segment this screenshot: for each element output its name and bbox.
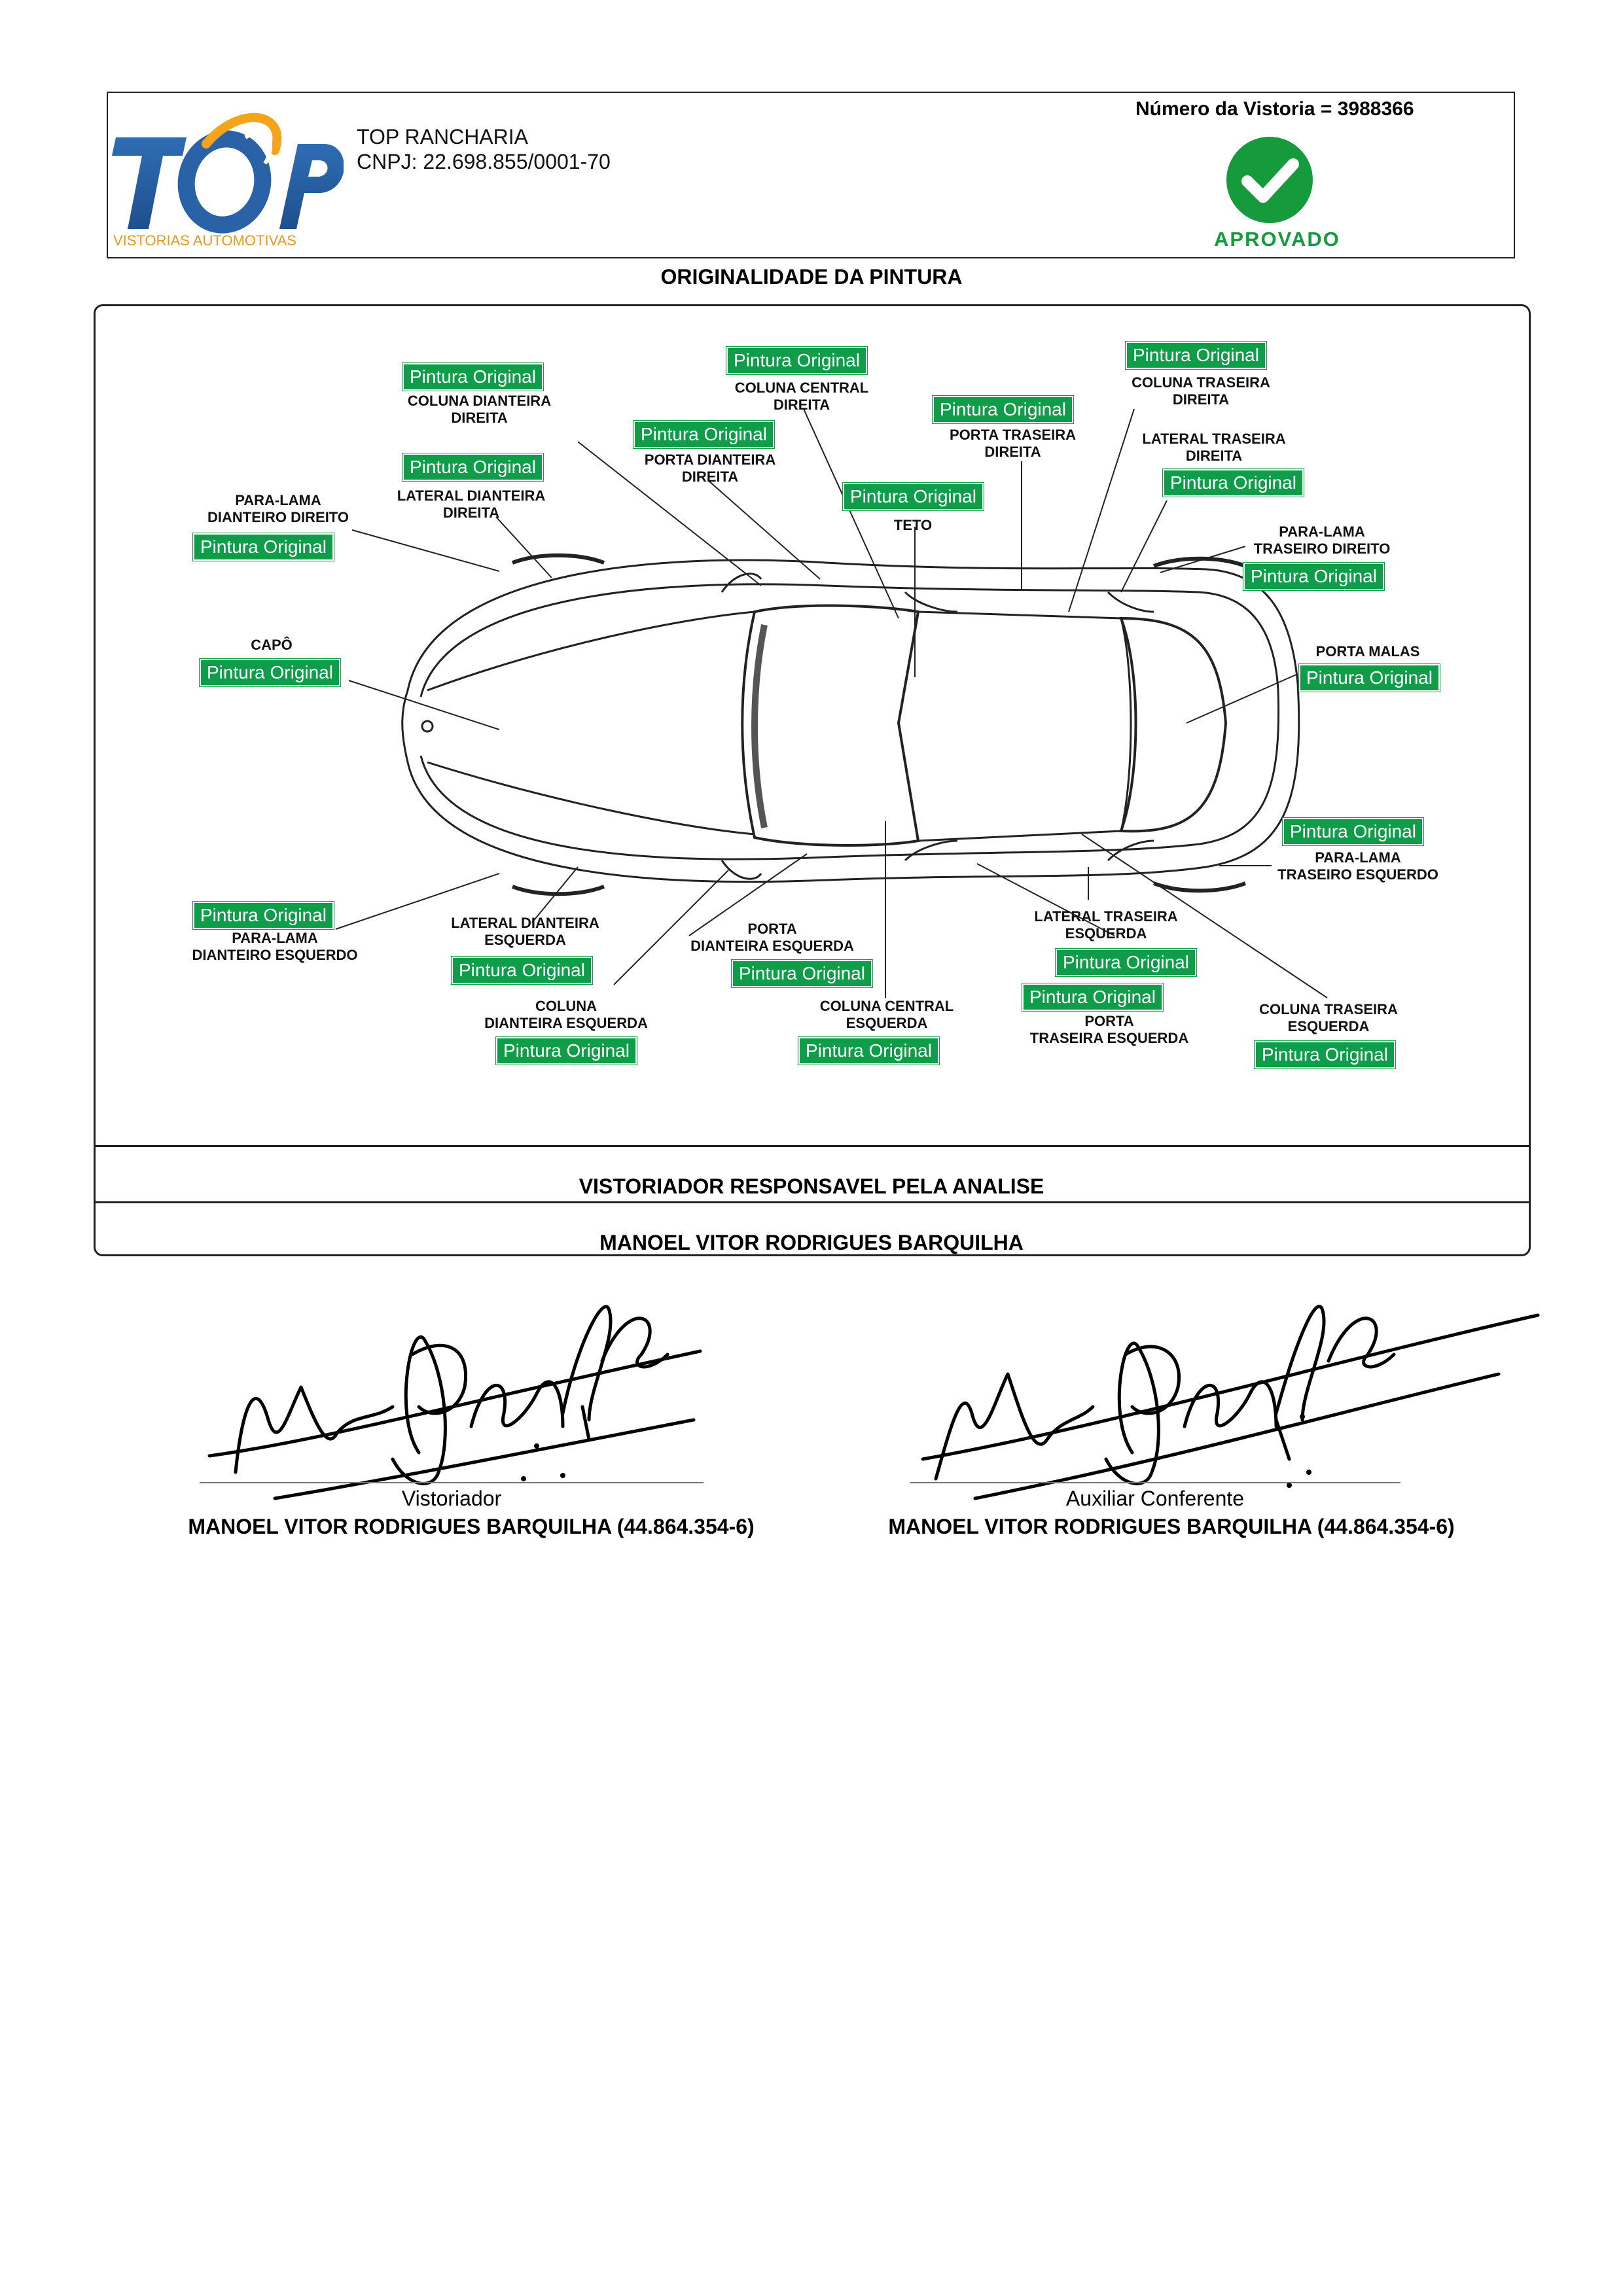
paint-status-para-lama-dianteiro-esquerdo: Pintura Original [192,901,334,930]
inspector-name: MANOEL VITOR RODRIGUES BARQUILHA [599,1231,1024,1254]
header-box [107,92,1515,258]
signature-inspector [207,1305,702,1500]
part-coluna-traseira-direita: COLUNA TRASEIRA DIREITA [1132,374,1270,408]
signature-role-assistant: Auxiliar Conferente [1065,1487,1245,1510]
car-outline [401,553,1300,896]
part-porta-traseira-esquerda: PORTA TRASEIRA ESQUERDA [1029,1013,1189,1046]
paint-status-para-lama-traseiro-esquerdo: Pintura Original [1282,817,1424,846]
paint-status-coluna-dianteira-esquerda: Pintura Original [495,1036,637,1065]
company-cnpj: CNPJ: 22.698.855/0001-70 [357,150,611,173]
paint-status-capo: Pintura Original [199,658,341,687]
signature-assistant [921,1305,1540,1500]
part-coluna-central-direita: COLUNA CENTRAL DIREITA [734,380,869,413]
logo-subtitle: VISTORIAS AUTOMOTIVAS [113,232,296,249]
paint-status-para-lama-traseiro-direito: Pintura Original [1243,562,1385,591]
divider [94,1201,1531,1203]
paint-status-coluna-traseira-esquerda: Pintura Original [1254,1040,1396,1069]
paint-status-porta-dianteira-esquerda: Pintura Original [731,959,873,988]
part-coluna-central-esquerda: COLUNA CENTRAL ESQUERDA [819,998,954,1031]
inspector-heading: VISTORIADOR RESPONSAVEL PELA ANALISE [579,1174,1044,1198]
signature-role-inspector: Vistoriador [401,1487,502,1510]
paint-status-porta-traseira-esquerda: Pintura Original [1022,983,1164,1012]
paint-status-lateral-traseira-esquerda: Pintura Original [1055,948,1197,977]
part-teto: TETO [893,517,933,533]
leader-lines [335,408,1328,998]
car-diagram [335,408,1328,998]
paint-status-porta-dianteira-direita: Pintura Original [633,420,775,449]
paint-status-teto: Pintura Original [842,482,984,511]
part-lateral-dianteira-esquerda: LATERAL DIANTEIRA ESQUERDA [451,915,599,948]
paint-status-lateral-traseira-direita: Pintura Original [1162,468,1304,497]
part-para-lama-dianteiro-direito: PARA-LAMA DIANTEIRO DIREITO [207,492,349,525]
part-coluna-dianteira-esquerda: COLUNA DIANTEIRA ESQUERDA [484,998,648,1031]
inspection-number-label: Número da Vistoria = [1135,98,1338,120]
paint-status-porta-traseira-direita: Pintura Original [932,395,1074,424]
part-porta-traseira-direita: PORTA TRASEIRA DIREITA [949,427,1077,460]
signature-line [910,1482,1400,1483]
paint-status-porta-malas: Pintura Original [1298,663,1440,692]
signature-name-assistant: MANOEL VITOR RODRIGUES BARQUILHA (44.864… [888,1515,1455,1538]
part-lateral-traseira-esquerda: LATERAL TRASEIRA ESQUERDA [1034,908,1178,942]
section-title: ORIGINALIDADE DA PINTURA [660,265,963,289]
paint-status-lateral-dianteira-direita: Pintura Original [402,453,544,482]
part-para-lama-dianteiro-esquerdo: PARA-LAMA DIANTEIRO ESQUERDO [192,930,358,963]
approved-check-icon [1226,137,1313,223]
signature-name-inspector: MANOEL VITOR RODRIGUES BARQUILHA (44.864… [188,1515,755,1538]
inspection-number-value: 3988366 [1337,98,1414,120]
part-porta-dianteira-esquerda: PORTA DIANTEIRA ESQUERDA [690,921,854,954]
part-porta-malas: PORTA MALAS [1315,643,1420,660]
paint-status-coluna-central-esquerda: Pintura Original [798,1036,940,1065]
divider [94,1145,1531,1147]
inspection-number: Número da Vistoria = 3988366 [1135,98,1414,120]
part-lateral-dianteira-direita: LATERAL DIANTEIRA DIREITA [397,487,546,521]
paint-status-coluna-dianteira-direita: Pintura Original [402,362,544,391]
status-badge: APROVADO [1214,228,1340,251]
part-coluna-traseira-esquerda: COLUNA TRASEIRA ESQUERDA [1259,1001,1398,1034]
part-para-lama-traseiro-esquerdo: PARA-LAMA TRASEIRO ESQUERDO [1277,849,1438,883]
paint-status-coluna-central-direita: Pintura Original [726,346,868,375]
signature-line [200,1482,704,1483]
paint-status-para-lama-dianteiro-direito: Pintura Original [192,533,334,561]
paint-panel [94,304,1531,1256]
part-porta-dianteira-direita: PORTA DIANTEIRA DIREITA [644,451,776,485]
part-para-lama-traseiro-direito: PARA-LAMA TRASEIRO DIREITO [1253,523,1391,557]
top-logo: VISTORIAS AUTOMOTIVAS [112,113,344,249]
part-lateral-traseira-direita: LATERAL TRASEIRA DIREITA [1142,431,1286,464]
paint-status-coluna-traseira-direita: Pintura Original [1125,341,1267,370]
part-coluna-dianteira-direita: COLUNA DIANTEIRA DIREITA [407,393,552,426]
company-name: TOP RANCHARIA [357,125,528,149]
paint-status-lateral-dianteira-esquerda: Pintura Original [451,956,593,985]
company-info: TOP RANCHARIA CNPJ: 22.698.855/0001-70 [357,124,611,174]
part-capo: CAPÔ [251,637,293,653]
